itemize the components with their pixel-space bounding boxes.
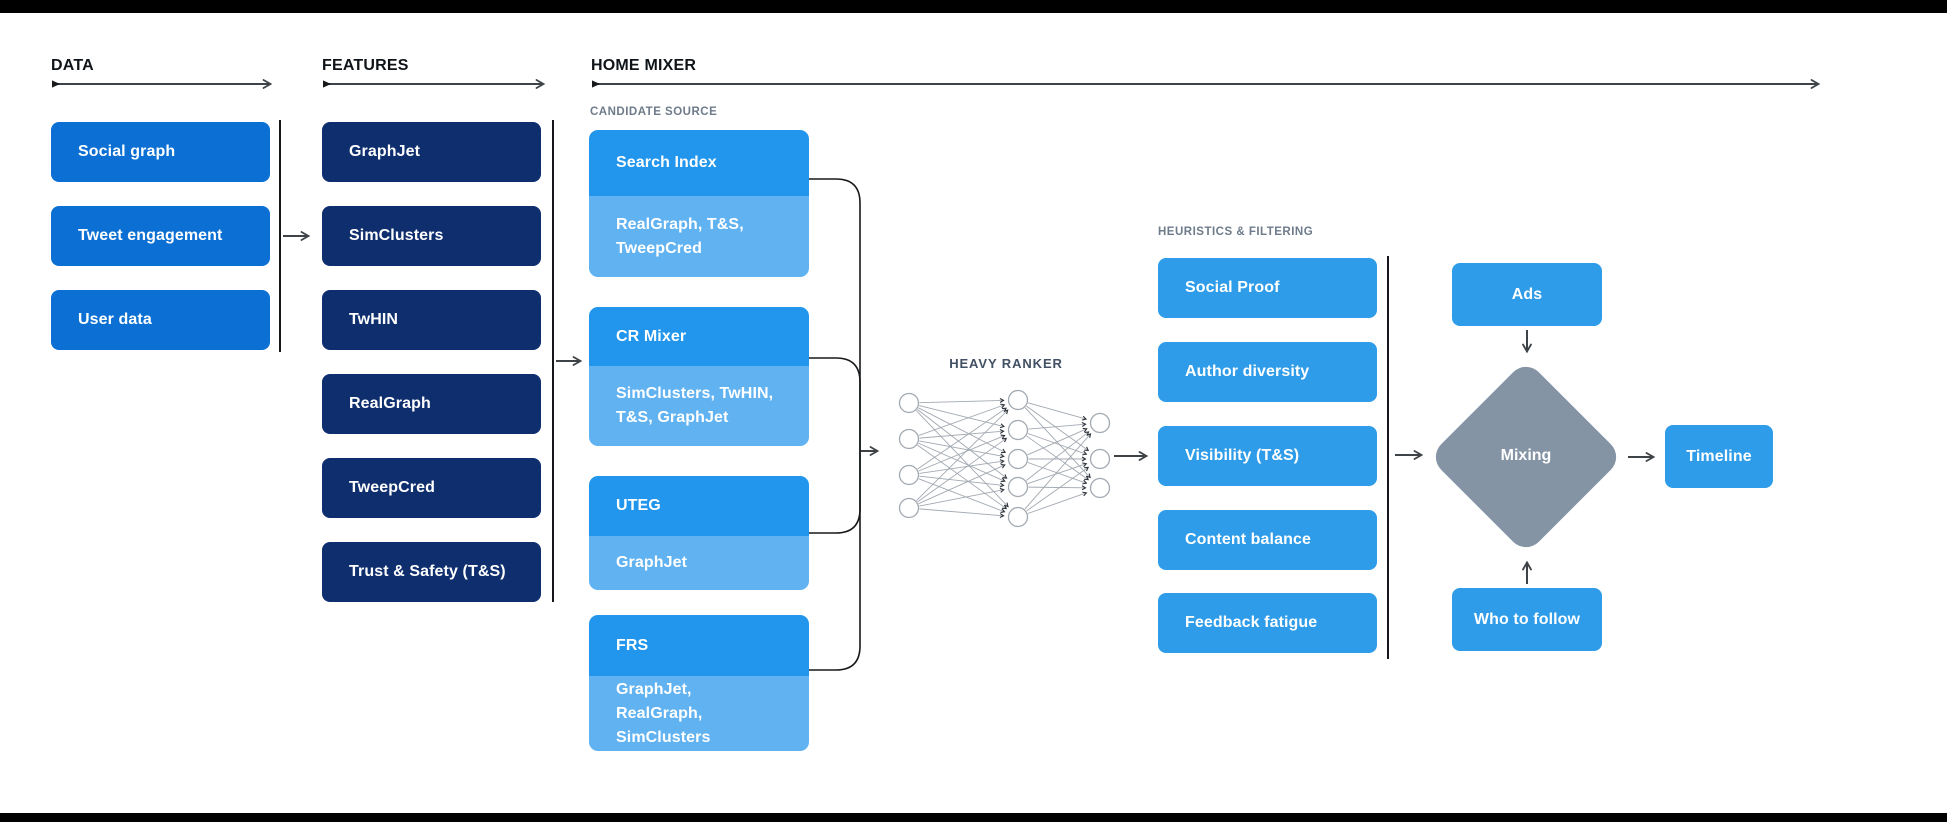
ads-box: Ads	[1452, 263, 1602, 326]
feature-box-simclusters: SimClusters	[322, 206, 541, 266]
network-node	[1089, 477, 1111, 499]
network-node	[1007, 389, 1029, 411]
candidate-source-features: GraphJet	[589, 536, 809, 590]
heuristic-box-content-balance: Content balance	[1158, 510, 1377, 570]
heavy-ranker-header: HEAVY RANKER	[949, 356, 1063, 371]
network-edge	[1028, 485, 1087, 491]
network-node	[1007, 419, 1029, 441]
network-edge	[915, 410, 1009, 508]
candidate-source-features: GraphJet, RealGraph, SimClusters	[589, 676, 809, 751]
data-section-header: DATA	[51, 57, 94, 74]
network-edge	[1026, 466, 1090, 512]
home-mixer-section-header: HOME MIXER	[591, 57, 697, 74]
network-node	[1007, 506, 1029, 528]
network-edge	[1027, 433, 1088, 456]
uteg-connector	[809, 451, 861, 534]
timeline-box: Timeline	[1665, 425, 1773, 488]
feature-box-trust-safety: Trust & Safety (T&S)	[322, 542, 541, 602]
data-box-social-graph: Social graph	[51, 122, 270, 182]
candidate-source-search-index: Search Index RealGraph, T&S, TweepCred	[589, 130, 809, 277]
network-edge	[917, 444, 1008, 510]
network-edge	[1024, 433, 1092, 510]
network-edge	[917, 409, 1008, 479]
network-edge	[1026, 435, 1090, 481]
candidate-source-name: UTEG	[589, 476, 809, 536]
network-edge	[1027, 491, 1088, 514]
network-node	[898, 392, 920, 414]
network-edge	[1027, 402, 1088, 421]
network-node	[898, 464, 920, 486]
candidate-source-features: SimClusters, TwHIN, T&S, GraphJet	[589, 366, 809, 446]
features-section-header: FEATURES	[322, 57, 409, 74]
network-edge	[919, 398, 1005, 404]
network-edge	[919, 508, 1005, 519]
top-letterbox-bar	[0, 0, 1947, 13]
network-edge	[918, 478, 1006, 513]
candidate-source-uteg: UTEG GraphJet	[589, 476, 809, 590]
network-edge	[918, 464, 1006, 505]
feature-box-tweepcred: TweepCred	[322, 458, 541, 518]
network-edge	[918, 434, 1006, 472]
network-edge	[1026, 431, 1090, 481]
network-edge	[1024, 407, 1091, 479]
network-edge	[919, 428, 1005, 439]
network-node	[898, 428, 920, 450]
candidate-source-frs: FRS GraphJet, RealGraph, SimClusters	[589, 615, 809, 751]
heuristic-box-social-proof: Social Proof	[1158, 258, 1377, 318]
heuristic-box-feedback-fatigue: Feedback fatigue	[1158, 593, 1377, 653]
heuristic-box-visibility: Visibility (T&S)	[1158, 426, 1377, 486]
network-edge	[1028, 422, 1087, 430]
candidate-source-cr-mixer: CR Mixer SimClusters, TwHIN, T&S, GraphJ…	[589, 307, 809, 446]
frs-connector	[809, 451, 861, 671]
network-edge	[1027, 462, 1088, 485]
network-node	[898, 497, 920, 519]
who-to-follow-box: Who to follow	[1452, 588, 1602, 651]
feature-box-realgraph: RealGraph	[322, 374, 541, 434]
network-edge	[918, 407, 1007, 454]
network-edge	[918, 403, 1006, 436]
network-edge	[919, 405, 1006, 429]
cr-mixer-connector	[809, 357, 861, 451]
network-edge	[1027, 427, 1088, 456]
network-edge	[919, 487, 1005, 507]
network-edge	[917, 407, 1007, 470]
network-edge	[916, 409, 1009, 501]
data-box-tweet-engagement: Tweet engagement	[51, 206, 270, 266]
data-box-user-data: User data	[51, 290, 270, 350]
search-index-connector	[809, 178, 861, 451]
feature-box-twhin: TwHIN	[322, 290, 541, 350]
network-node	[1007, 476, 1029, 498]
feature-box-graphjet: GraphJet	[322, 122, 541, 182]
candidate-source-name: CR Mixer	[589, 307, 809, 366]
network-edge	[1026, 405, 1090, 452]
network-edge	[919, 459, 1005, 474]
network-edge	[919, 440, 1005, 459]
mixing-diamond-label: Mixing	[1500, 447, 1552, 464]
candidate-source-features: RealGraph, T&S, TweepCred	[589, 196, 809, 277]
candidate-source-name: FRS	[589, 615, 809, 676]
heavy-ranker-network	[898, 389, 1111, 528]
candidate-source-header: CANDIDATE SOURCE	[590, 106, 718, 118]
network-edge	[918, 442, 1006, 483]
heuristic-box-author-diversity: Author diversity	[1158, 342, 1377, 402]
candidate-source-name: Search Index	[589, 130, 809, 196]
candidate-merge-curves	[809, 178, 861, 671]
heuristics-filtering-header: HEURISTICS & FILTERING	[1158, 226, 1314, 238]
network-edge	[917, 437, 1008, 503]
network-node	[1007, 448, 1029, 470]
network-edge	[1027, 462, 1088, 485]
network-node	[1089, 412, 1111, 434]
network-edge	[919, 475, 1005, 488]
bottom-letterbox-bar	[0, 813, 1947, 822]
network-node	[1089, 448, 1111, 470]
